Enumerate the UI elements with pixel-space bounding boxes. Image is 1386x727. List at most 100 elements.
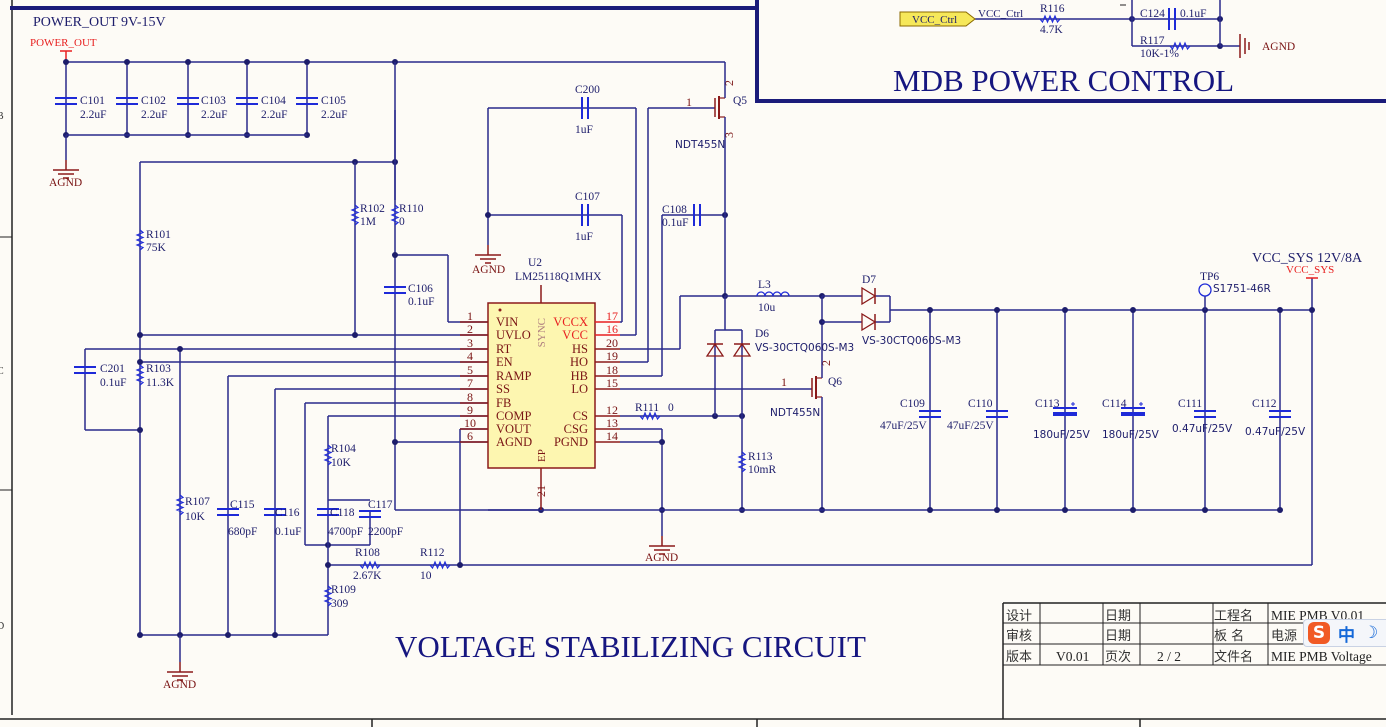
component-value-tp6: S1751-46R bbox=[1213, 283, 1271, 295]
ic-pin-num: 10 bbox=[464, 416, 476, 430]
junction-dot bbox=[485, 212, 491, 218]
component-value-c112: 0.47uF/25V bbox=[1245, 426, 1306, 438]
component-value-c106: 0.1uF bbox=[408, 296, 435, 308]
component-value-c107: 1uF bbox=[575, 231, 593, 243]
component-ref-q6: Q6 bbox=[828, 376, 842, 388]
component-ref-c107: C107 bbox=[575, 191, 600, 203]
ic-pin-num: 16 bbox=[606, 322, 618, 336]
resistor-symbol bbox=[390, 204, 400, 226]
component-value-r113: 10mR bbox=[748, 464, 776, 476]
ic-pin-name: SS bbox=[496, 382, 510, 396]
junction-dot bbox=[659, 439, 665, 445]
component-ref-r108: R108 bbox=[355, 547, 380, 559]
ic-pin-num: 12 bbox=[606, 403, 618, 417]
ic-pin-num: 2 bbox=[467, 322, 473, 336]
component-ref-c105: C105 bbox=[321, 95, 346, 107]
component-value-r110: 0 bbox=[399, 216, 405, 228]
junction-dot bbox=[124, 59, 130, 65]
junction-dot bbox=[244, 59, 250, 65]
component-value-c200: 1uF bbox=[575, 124, 593, 136]
component-ref-c115: C115 bbox=[230, 499, 255, 511]
component-value-c118: 4700pF bbox=[328, 526, 363, 538]
component-value-c201: 0.1uF bbox=[100, 377, 127, 389]
title-block-file-label: 文件名 bbox=[1214, 649, 1253, 665]
ime-logo-icon[interactable]: S bbox=[1308, 622, 1330, 644]
component-ref-c111: C111 bbox=[1178, 398, 1202, 410]
ic-pin-num: 5 bbox=[467, 363, 473, 377]
component-value-c103: 2.2uF bbox=[201, 109, 228, 121]
ic-pin-num: 14 bbox=[606, 429, 618, 443]
resistor-symbol bbox=[639, 411, 661, 421]
diode-d7-symbol bbox=[861, 286, 877, 306]
ic-pin-name: HO bbox=[570, 355, 588, 369]
ic-part-number: LM25118Q1MHX bbox=[515, 271, 602, 283]
component-ref-r111: R111 bbox=[635, 402, 659, 414]
resistor-symbol bbox=[323, 585, 333, 607]
zone-letter: D bbox=[0, 621, 4, 632]
junction-dot bbox=[1062, 507, 1068, 513]
ime-moon-icon[interactable]: ☽ bbox=[1363, 623, 1379, 643]
junction-dot bbox=[272, 632, 278, 638]
component-value-c101: 2.2uF bbox=[80, 109, 107, 121]
component-ref-tp6: TP6 bbox=[1200, 271, 1219, 283]
net-label-agnd: AGND bbox=[49, 177, 82, 189]
ic-pin-name: CS bbox=[573, 409, 588, 423]
component-value-l3: 10u bbox=[758, 302, 776, 314]
component-value-r112: 10 bbox=[420, 570, 432, 582]
component-ref-r113: R113 bbox=[748, 451, 773, 463]
ic-pin-num: 3 bbox=[467, 336, 473, 350]
component-value-r108: 2.67K bbox=[353, 570, 382, 582]
junction-dot bbox=[1277, 507, 1283, 513]
component-value-r102: 1M bbox=[360, 216, 376, 228]
component-ref-c106: C106 bbox=[408, 283, 433, 295]
component-ref-c101: C101 bbox=[80, 95, 105, 107]
junction-dot bbox=[927, 507, 933, 513]
q6-pin-gate: 1 bbox=[781, 375, 787, 389]
ic-pin-name: HB bbox=[571, 369, 588, 383]
resistor-symbol bbox=[135, 364, 145, 386]
component-ref-r104: R104 bbox=[331, 443, 356, 455]
ic-pin-num: 7 bbox=[467, 376, 473, 390]
component-ref-r110: R110 bbox=[399, 203, 424, 215]
component-ref-c103: C103 bbox=[201, 95, 226, 107]
title-block-board-value: 电源 bbox=[1271, 629, 1297, 644]
junction-dot bbox=[137, 359, 143, 365]
component-value-r111: 0 bbox=[668, 402, 674, 414]
junction-dot bbox=[177, 346, 183, 352]
ime-toolbar[interactable]: S 中 ☽ bbox=[1303, 619, 1386, 647]
ic-pin-name: LO bbox=[571, 382, 588, 396]
title-block-design-label: 设计 bbox=[1006, 609, 1032, 624]
ic-pin-num: 15 bbox=[606, 376, 618, 390]
component-ref-r101: R101 bbox=[146, 229, 171, 241]
net-label-power-out: POWER_OUT bbox=[30, 37, 97, 49]
junction-dot bbox=[392, 439, 398, 445]
mdb-title: MDB POWER CONTROL bbox=[893, 63, 1234, 98]
junction-dot bbox=[994, 507, 1000, 513]
title-block-project-label: 工程名 bbox=[1214, 608, 1253, 624]
component-ref-c200: C200 bbox=[575, 84, 600, 96]
resistor-symbol bbox=[1039, 14, 1061, 24]
resistor-symbol bbox=[1169, 41, 1191, 51]
q5-pin-gate: 1 bbox=[686, 95, 692, 109]
net-label-agnd: AGND bbox=[1262, 41, 1295, 53]
ic-pin-name: RT bbox=[496, 342, 512, 356]
junction-dot bbox=[1130, 307, 1136, 313]
zone-letter: C bbox=[0, 366, 4, 377]
component-value-c109: 47uF/25V bbox=[880, 420, 927, 432]
ic-pin-num: 1 bbox=[467, 309, 473, 323]
title-block-page-value: 2 / 2 bbox=[1157, 649, 1181, 664]
title-block-date-label-1: 日期 bbox=[1105, 609, 1131, 624]
ime-mode-toggle[interactable]: 中 bbox=[1338, 625, 1355, 646]
ic-pin-num: 19 bbox=[606, 349, 618, 363]
component-ref-c113: C113 bbox=[1035, 398, 1060, 410]
zone-letter: B bbox=[0, 111, 4, 122]
junction-dot bbox=[1130, 507, 1136, 513]
component-value-c108: 0.1uF bbox=[662, 217, 689, 229]
power-in-heading: POWER_OUT 9V-15V bbox=[33, 15, 166, 30]
q5-pin-drain: 2 bbox=[722, 80, 736, 86]
q6-pin-drain: 2 bbox=[819, 360, 833, 366]
ic-pin-ep-label: EP bbox=[536, 449, 548, 462]
